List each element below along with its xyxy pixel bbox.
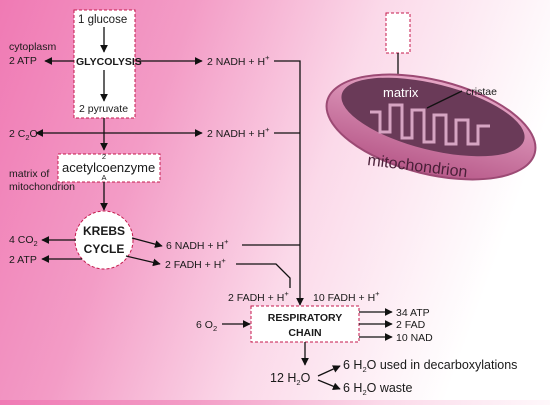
h2o-12-label: 12 H2O	[270, 371, 311, 387]
pyruvate-label: 2 pyruvate	[79, 103, 128, 115]
nadh-6-label: 6 NADH + H+	[166, 237, 229, 252]
h2o-used-label: 6 H2O used in decarboxylations	[343, 358, 517, 374]
krebs-cycle-circle	[74, 210, 134, 270]
fadh-2-connector	[236, 263, 291, 288]
atp-2-label: 2 ATP	[9, 55, 37, 67]
glycolysis-label: GLYCOLYSIS	[76, 56, 142, 68]
co2-4-label: 4 CO2	[9, 234, 38, 248]
resp-label-1: RESPIRATORY	[268, 312, 342, 324]
acetylcoenzyme-box	[57, 153, 161, 183]
acetyl-label: acetylcoenzyme	[62, 160, 155, 175]
cristae-pointer-line	[426, 90, 463, 109]
mitochondrion-location-label: mitochondrion	[9, 181, 75, 193]
mitochondrion-illustration: matrix cristae mitochondrion	[325, 12, 537, 181]
acetyl-a: A	[101, 173, 106, 182]
cytoplasm-label: cytoplasm	[9, 41, 57, 53]
atp-34-label: 34 ATP	[396, 307, 430, 319]
h2o-waste-arrow	[317, 379, 341, 390]
glucose-label: 1 glucose	[78, 14, 127, 26]
matrix-label: matrix	[383, 85, 419, 100]
nad-10-label: 10 NAD	[396, 332, 433, 344]
h2o-used-arrow	[317, 365, 341, 377]
krebs-nadh-arrow	[131, 237, 163, 248]
o2-6-label: 6 O2	[196, 319, 217, 333]
fadh-2-label: 2 FADH + H+	[165, 256, 226, 271]
acetyl-count: 2	[102, 152, 106, 161]
atp-2b-label: 2 ATP	[9, 254, 37, 266]
co2-label: 2 C2O	[9, 128, 38, 142]
fadh-10-label: 10 FADH + H+	[313, 289, 380, 304]
fadh-2b-label: 2 FADH + H+	[228, 289, 289, 304]
cristae-label: cristae	[466, 86, 497, 98]
fad-2-label: 2 FAD	[396, 319, 426, 331]
matrix-indicator-box	[385, 12, 411, 54]
nadh-1-connector	[274, 60, 301, 290]
resp-label-2: CHAIN	[288, 327, 321, 339]
matrix-of-label: matrix of	[9, 168, 49, 180]
krebs-label-2: CYCLE	[84, 242, 125, 256]
krebs-fadh-arrow	[125, 255, 161, 267]
krebs-label-1: KREBS	[83, 224, 125, 238]
h2o-waste-label: 6 H2O waste	[343, 381, 413, 397]
cristae-folds	[370, 103, 490, 146]
nadh-label-2: 2 NADH + H+	[207, 125, 270, 140]
nadh-label-1: 2 NADH + H+	[207, 53, 270, 68]
